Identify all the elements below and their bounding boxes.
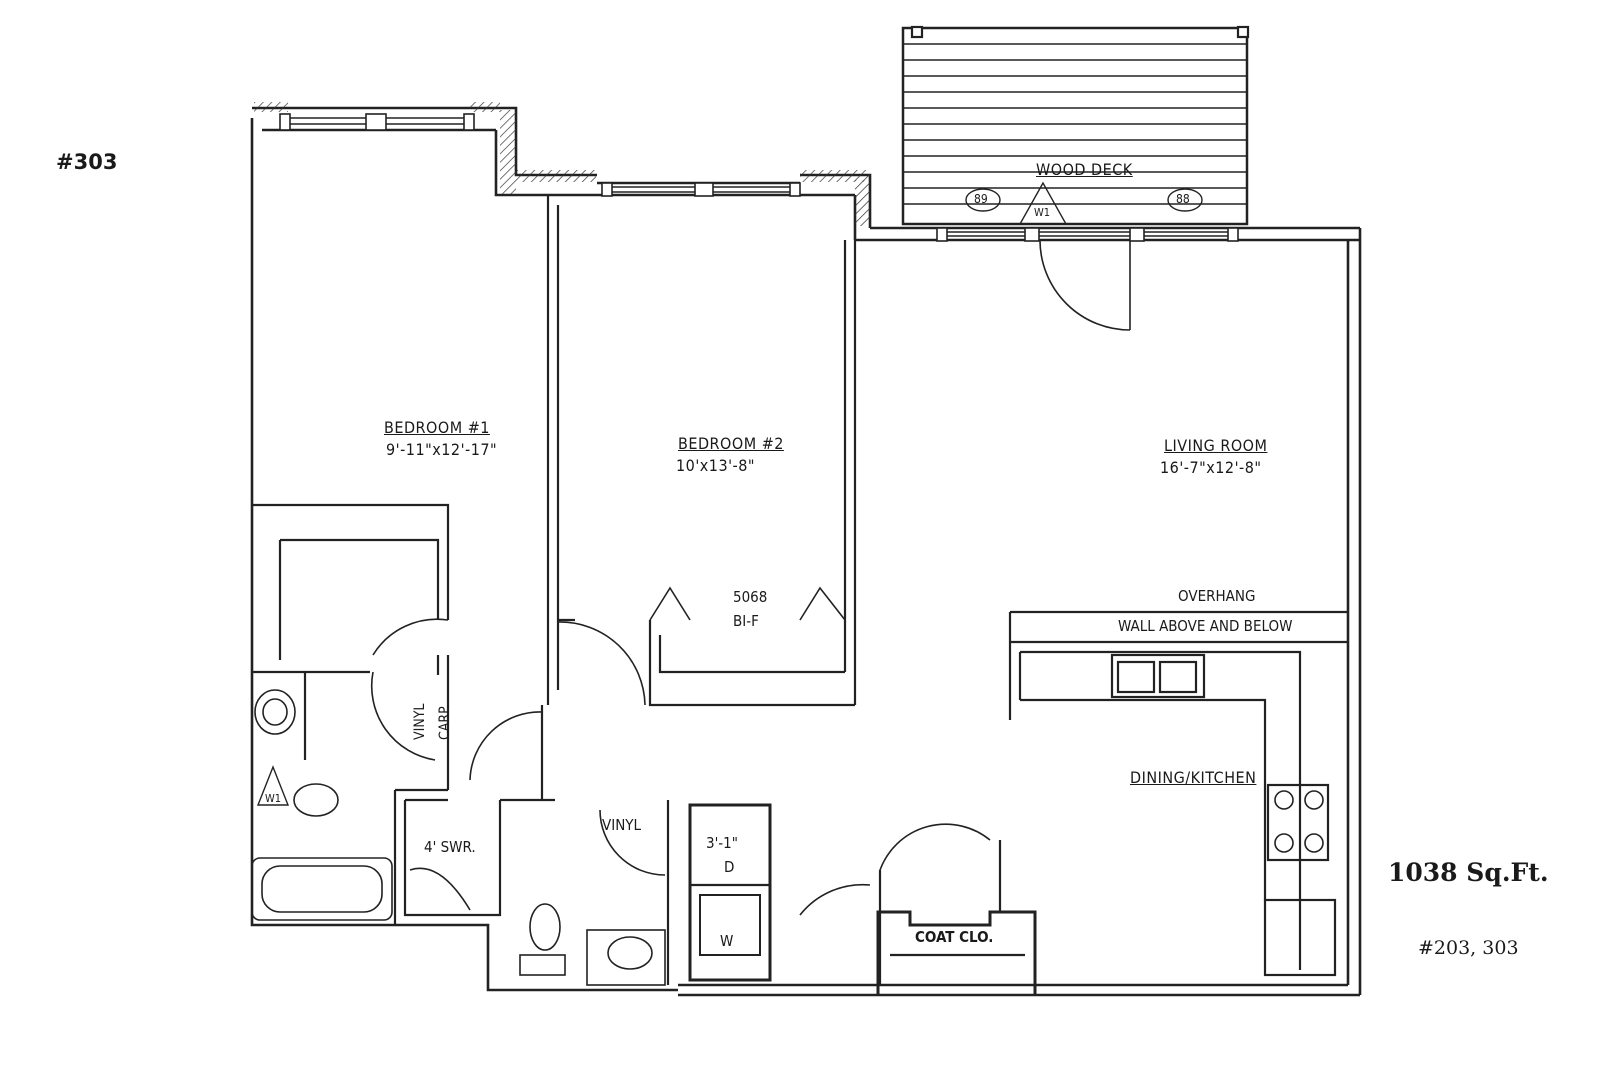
bedroom1-size: 9'-11"x12'-17" bbox=[386, 440, 498, 459]
vinyl-bath-label: VINYL bbox=[412, 703, 428, 740]
overhang-note: OVERHANG bbox=[1178, 587, 1256, 605]
wall-above-below-note: WALL ABOVE AND BELOW bbox=[1118, 617, 1293, 635]
dryer-label: D bbox=[724, 858, 735, 876]
applicable-units: #203, 303 bbox=[1418, 937, 1519, 959]
bedroom2-size: 10'x13'-8" bbox=[676, 456, 756, 475]
interior-walls bbox=[252, 195, 1348, 995]
closet-door-type: BI-F bbox=[733, 612, 759, 630]
shower-label: 4' SWR. bbox=[424, 838, 476, 856]
dining-kitchen-label: DINING/KITCHEN bbox=[1130, 768, 1257, 787]
wood-deck-label: WOOD DECK bbox=[1036, 160, 1133, 179]
windows bbox=[279, 113, 1239, 242]
patio-door bbox=[1039, 240, 1131, 331]
living-room-size: 16'-7"x12'-8" bbox=[1160, 458, 1262, 477]
carpet-label: CARP. bbox=[437, 704, 453, 740]
bath-fixtures bbox=[251, 689, 1324, 986]
marker-89: 89 bbox=[974, 192, 988, 206]
wood-deck bbox=[901, 25, 1250, 226]
washer-label: W bbox=[720, 932, 734, 950]
marker-88: 88 bbox=[1176, 192, 1190, 206]
living-room-label: LIVING ROOM bbox=[1164, 436, 1268, 455]
bedroom1-label: BEDROOM #1 bbox=[384, 418, 490, 437]
closet-door-code: 5068 bbox=[733, 588, 768, 606]
exterior-walls bbox=[250, 106, 1362, 997]
coat-closet-label: COAT CLO. bbox=[915, 928, 994, 946]
laundry-width: 3'-1" bbox=[706, 834, 738, 852]
deck-markers bbox=[256, 181, 1203, 806]
window-tag-bath: W1 bbox=[265, 792, 282, 805]
wall-hatching bbox=[254, 102, 870, 226]
unit-number: #303 bbox=[56, 150, 118, 174]
window-tag-deck: W1 bbox=[1034, 206, 1051, 219]
square-footage: 1038 Sq.Ft. bbox=[1388, 858, 1549, 887]
interior-doors bbox=[370, 586, 991, 916]
vinyl-hall-label: VINYL bbox=[602, 816, 642, 834]
bedroom2-label: BEDROOM #2 bbox=[678, 434, 784, 453]
